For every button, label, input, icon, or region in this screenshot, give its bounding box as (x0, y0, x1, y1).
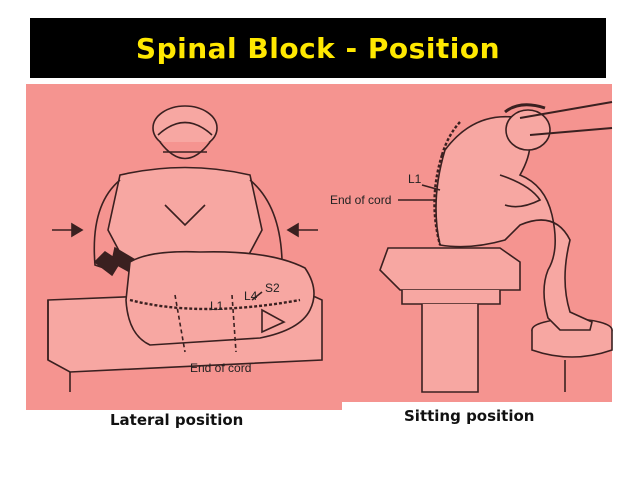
slide-title: Spinal Block - Position (135, 31, 501, 65)
label-l1-sitting: L1 (408, 172, 422, 186)
label-l4: L4 (244, 289, 258, 303)
lateral-position-caption: Lateral position (110, 411, 244, 429)
label-end-of-cord-sitting: End of cord (330, 193, 391, 207)
title-bar: Spinal Block - Position (30, 18, 606, 78)
label-end-of-cord-lateral: End of cord (190, 361, 251, 375)
label-l1-lateral: L1 (210, 299, 224, 313)
sitting-position-caption: Sitting position (404, 407, 535, 425)
lateral-illustration (47, 105, 323, 392)
sitting-illustration (379, 101, 613, 393)
label-s2: S2 (265, 281, 280, 295)
